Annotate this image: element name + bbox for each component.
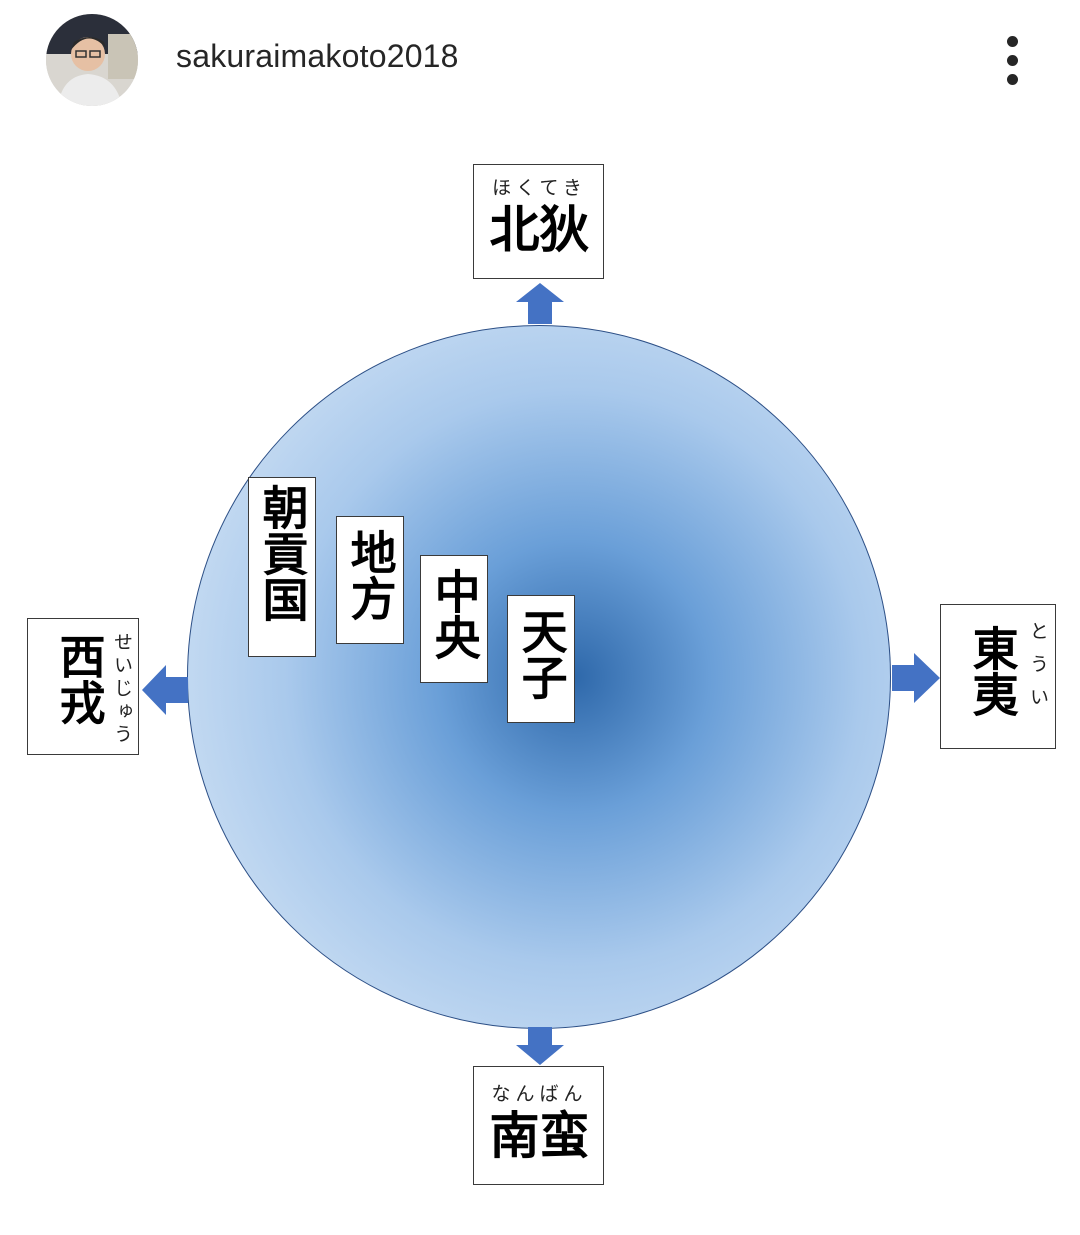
north-ruby: ほくてき — [492, 177, 587, 199]
avatar-photo — [46, 14, 138, 106]
avatar[interactable] — [46, 14, 138, 106]
tenshi-box: 天子 — [507, 595, 575, 723]
south-arrow-icon — [516, 1027, 564, 1065]
west-box: 西戎 せいじゅう — [27, 618, 139, 755]
post-header: sakuraimakoto2018 — [0, 0, 1080, 120]
east-label: 東夷 — [965, 625, 1020, 717]
north-label: 北狄 — [489, 201, 590, 259]
south-box: なんばん 南蛮 — [473, 1066, 604, 1185]
east-box: 東夷 とうい — [940, 604, 1056, 749]
east-arrow-icon — [892, 653, 940, 703]
chiho-label: 地方 — [343, 529, 398, 621]
north-box: ほくてき 北狄 — [473, 164, 604, 279]
chuo-label: 中央 — [427, 568, 482, 660]
more-options-icon[interactable] — [990, 28, 1036, 92]
tenshi-label: 天子 — [514, 608, 569, 700]
west-label: 西戎 — [52, 633, 107, 725]
south-label: 南蛮 — [489, 1107, 590, 1165]
chokoku-label: 朝貢国 — [255, 484, 310, 622]
west-arrow-icon — [142, 665, 188, 715]
username[interactable]: sakuraimakoto2018 — [176, 38, 459, 74]
chiho-box: 地方 — [336, 516, 404, 644]
west-ruby: せいじゅう — [111, 632, 133, 747]
hua-yi-diagram: ほくてき 北狄 なんばん 南蛮 西戎 せいじゅう 東夷 とうい 朝貢国 地方 中… — [0, 120, 1080, 1235]
east-ruby: とうい — [1027, 621, 1049, 720]
north-arrow-icon — [516, 283, 564, 324]
south-ruby: なんばん — [491, 1083, 588, 1105]
direction-arrows — [142, 283, 940, 1065]
chuo-box: 中央 — [420, 555, 488, 683]
chokoku-box: 朝貢国 — [248, 477, 316, 657]
